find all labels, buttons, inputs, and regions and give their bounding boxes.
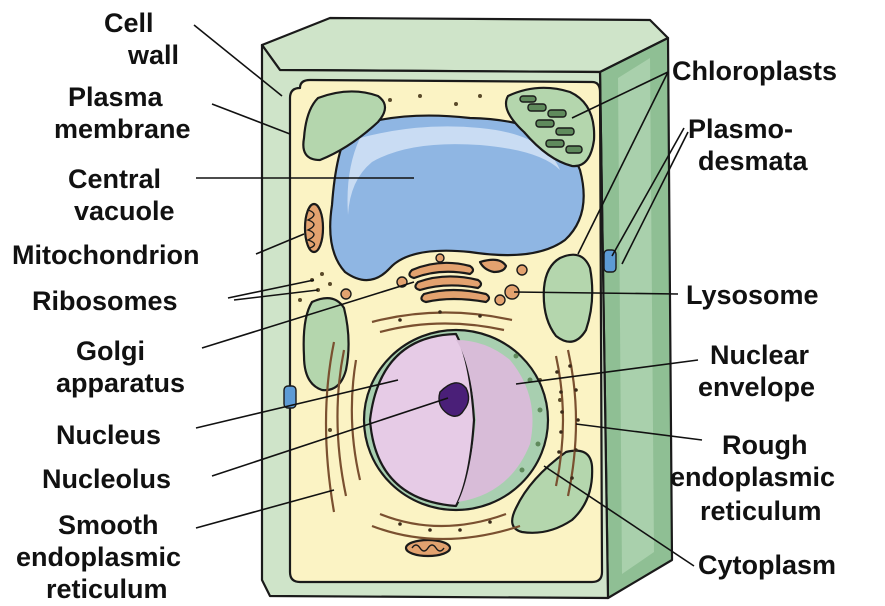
nuclear-envelope-label-line1: Nuclear <box>710 340 810 370</box>
mitochondrion-bottom <box>406 540 450 556</box>
golgi-label-line1: Golgi <box>76 336 145 366</box>
mitochondrion-label: Mitochondrion <box>12 240 199 270</box>
chloroplast-left-middle <box>304 298 349 390</box>
chloroplast-right-middle <box>544 255 593 342</box>
smooth-er-label-line3: reticulum <box>46 574 168 604</box>
lysosome-label: Lysosome <box>686 280 819 310</box>
central-vacuole-label-line1: Central <box>68 164 161 194</box>
central-vacuole-label-line2: vacuole <box>74 196 175 226</box>
rough-er-label-line3: reticulum <box>700 496 822 526</box>
smooth-er-label-line2: endoplasmic <box>16 542 181 572</box>
rough-er-label-line1: Rough <box>722 430 807 460</box>
cell-wall-label-line1: Cell <box>104 8 154 38</box>
plasma-membrane-label-line2: membrane <box>54 114 191 144</box>
plasma-membrane-label-line1: Plasma <box>68 82 164 112</box>
nucleus-label: Nucleus <box>56 420 161 450</box>
nucleus <box>364 330 548 510</box>
plasmodesmata-label-line1: Plasmo- <box>688 114 793 144</box>
cell-wall-label-line2: wall <box>127 40 179 70</box>
ribosomes-label: Ribosomes <box>32 286 178 316</box>
nuclear-envelope-label-line2: envelope <box>698 372 815 402</box>
nucleolus-label: Nucleolus <box>42 464 171 494</box>
mitochondrion <box>305 204 323 252</box>
golgi-label-line2: apparatus <box>56 368 185 398</box>
chloroplasts-label: Chloroplasts <box>672 56 837 86</box>
plasmodesmata-label-line2: desmata <box>698 146 809 176</box>
cytoplasm-label: Cytoplasm <box>698 550 836 580</box>
smooth-er-label-line1: Smooth <box>58 510 159 540</box>
rough-er-label-line2: endoplasmic <box>670 462 835 492</box>
